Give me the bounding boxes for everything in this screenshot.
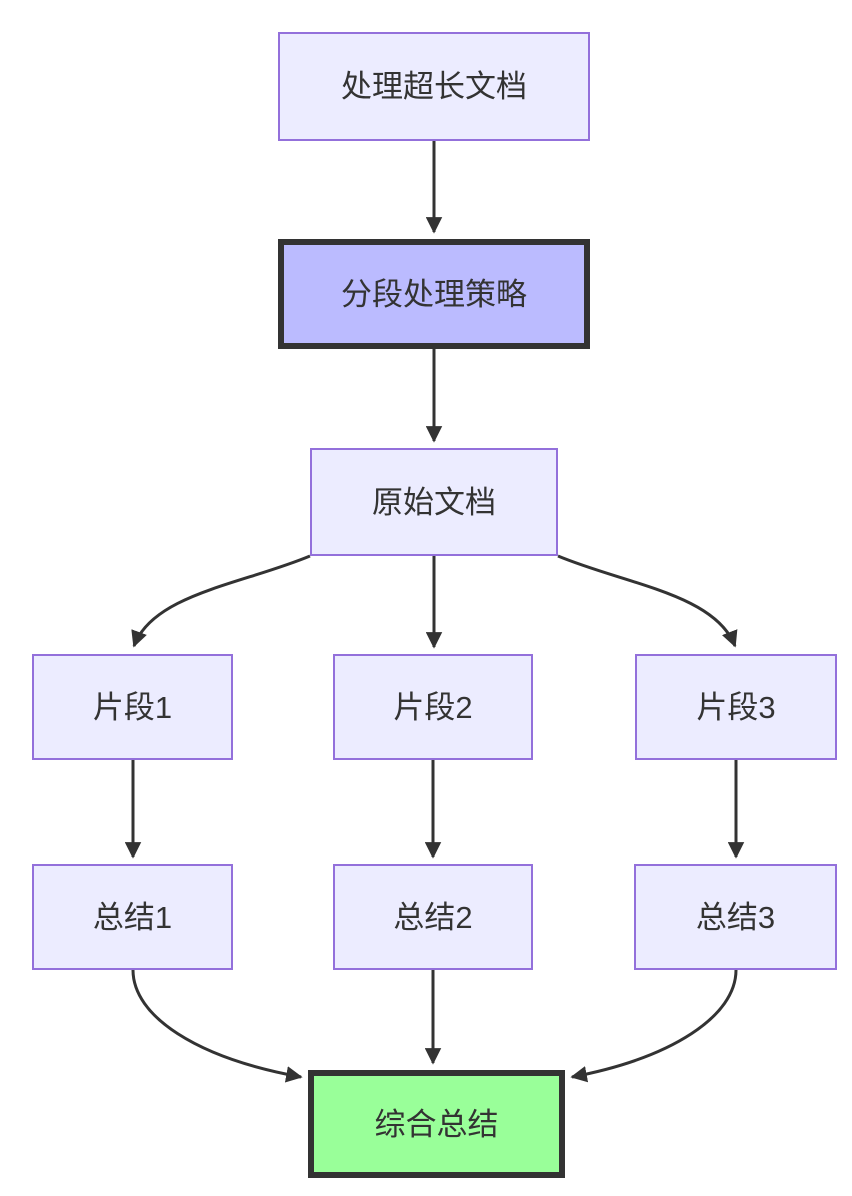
node-final-summary: 综合总结: [308, 1070, 565, 1178]
node-original-label: 原始文档: [372, 484, 496, 520]
edge-original-seg1: [131, 554, 311, 648]
node-segment-3-label: 片段3: [696, 689, 776, 725]
node-doc: 处理超长文档: [278, 32, 590, 141]
edge-original-seg3: [557, 554, 738, 648]
node-summary-3: 总结3: [634, 864, 837, 970]
node-final-summary-label: 综合总结: [374, 1106, 499, 1142]
node-segment-3: 片段3: [635, 654, 837, 760]
node-segment-2-label: 片段2: [393, 689, 473, 725]
node-segment-1-label: 片段1: [92, 689, 173, 725]
node-original: 原始文档: [310, 448, 558, 556]
edge-sum3-final: [570, 969, 738, 1083]
node-summary-1-label: 总结1: [92, 899, 173, 935]
node-segment-2: 片段2: [333, 654, 533, 760]
node-summary-2: 总结2: [333, 864, 533, 970]
node-strategy-label: 分段处理策略: [341, 276, 527, 312]
node-summary-3-label: 总结3: [695, 899, 776, 935]
node-summary-2-label: 总结2: [393, 899, 473, 935]
node-strategy: 分段处理策略: [278, 239, 590, 349]
node-doc-label: 处理超长文档: [341, 69, 527, 104]
node-summary-1: 总结1: [32, 864, 233, 970]
edge-sum1-final: [131, 969, 303, 1083]
node-segment-1: 片段1: [32, 654, 233, 760]
